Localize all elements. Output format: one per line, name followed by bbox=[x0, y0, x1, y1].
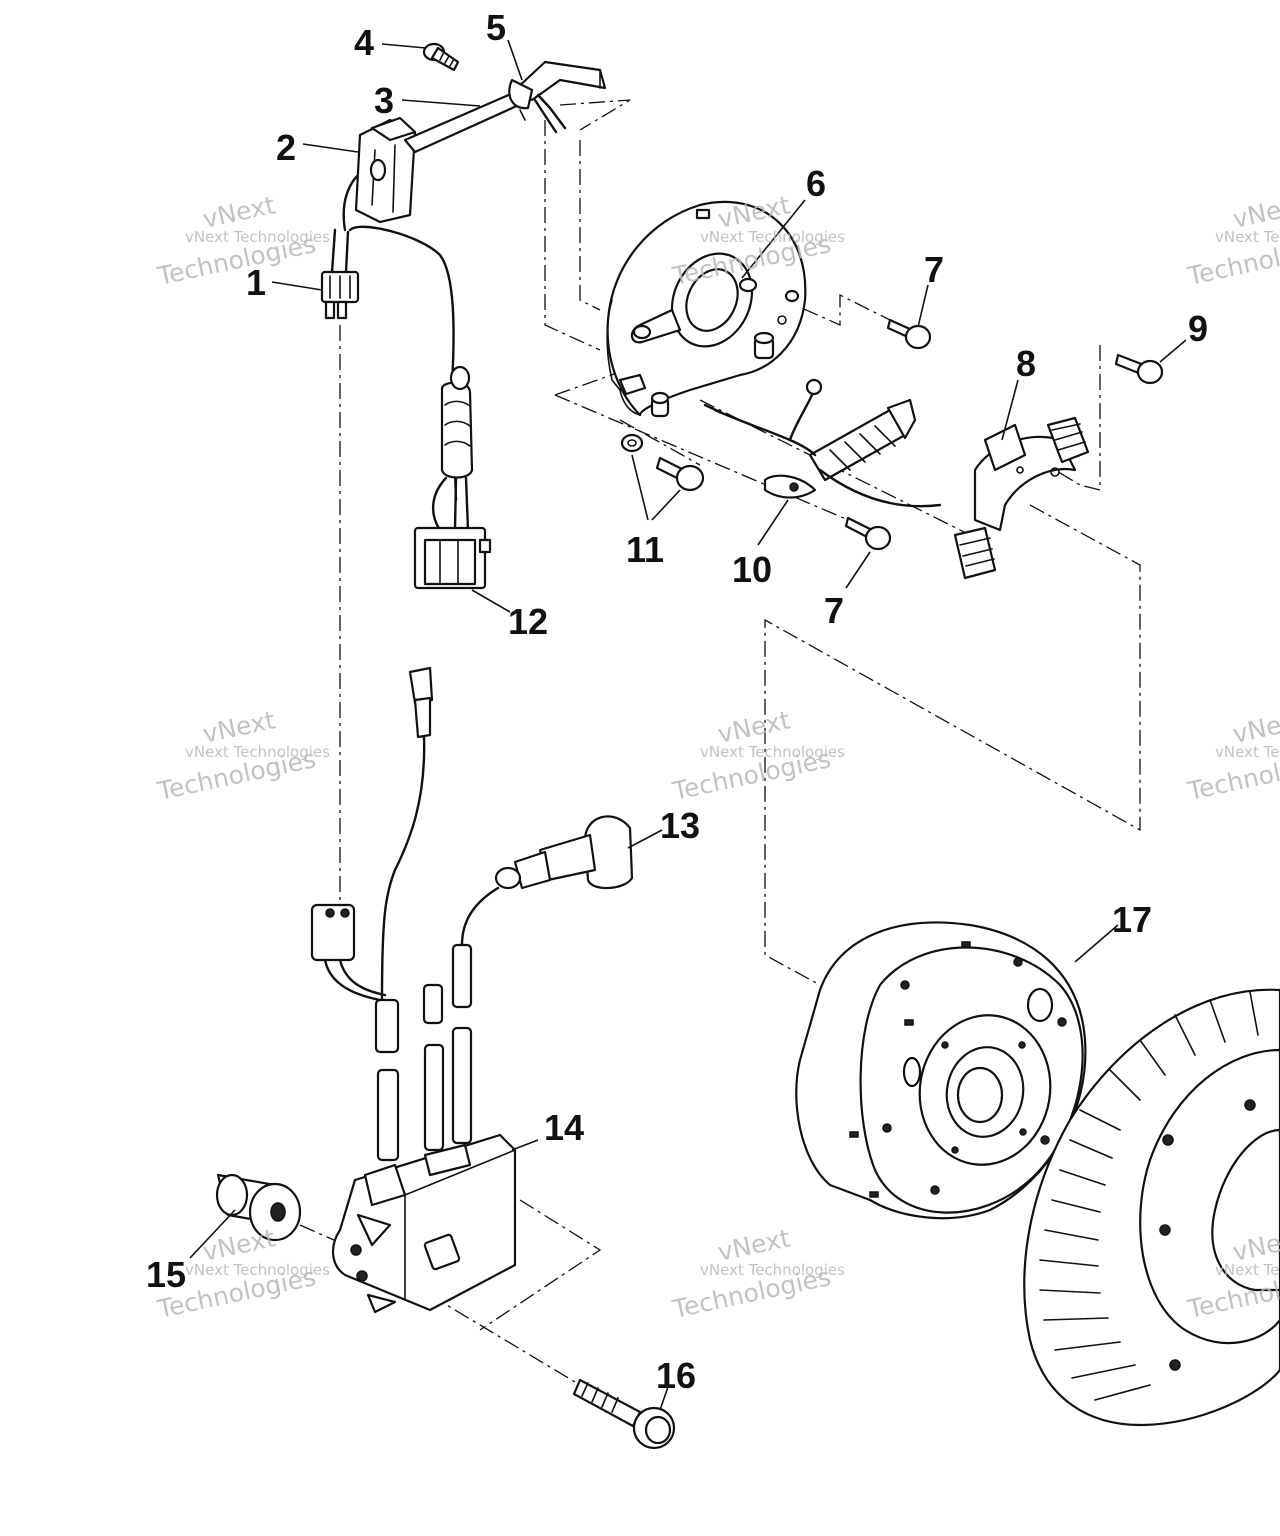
callout-11: 11 bbox=[626, 529, 664, 570]
watermark-1: vNext vNext Technologies Technologies bbox=[154, 190, 330, 291]
flywheel-part-17 bbox=[795, 921, 1087, 1220]
screw-part-7-upper bbox=[886, 318, 932, 350]
callout-16: 16 bbox=[656, 1355, 696, 1396]
cooling-fan bbox=[1023, 988, 1280, 1427]
coil-connector bbox=[310, 903, 387, 1002]
svg-text:vNext Technologies: vNext Technologies bbox=[700, 743, 845, 761]
leader-lines bbox=[189, 39, 1187, 1411]
callout-9: 9 bbox=[1188, 308, 1208, 349]
bolt-part-16 bbox=[572, 1378, 676, 1450]
callout-7-upper: 7 bbox=[924, 249, 944, 290]
screw-part-9 bbox=[1114, 353, 1164, 385]
callout-3: 3 bbox=[374, 80, 394, 121]
charging-coil-part-8 bbox=[953, 416, 1090, 580]
callout-15: 15 bbox=[146, 1254, 186, 1295]
regulator-part-2 bbox=[342, 116, 455, 387]
harness-tube bbox=[432, 365, 474, 532]
callout-5: 5 bbox=[486, 7, 506, 48]
ignition-coil-part-14 bbox=[332, 943, 517, 1314]
svg-text:vNext Technologies: vNext Technologies bbox=[185, 1261, 330, 1279]
callout-2: 2 bbox=[276, 127, 296, 168]
svg-text:vNext Technologies: vNext Technologies bbox=[185, 743, 330, 761]
callout-8: 8 bbox=[1016, 343, 1036, 384]
svg-text:vNext Technologies: vNext Technologies bbox=[700, 228, 845, 246]
callout-7-lower: 7 bbox=[824, 590, 844, 631]
screw-part-4 bbox=[422, 42, 460, 72]
pickup-coil-part-10 bbox=[703, 378, 942, 508]
watermark-8: vNext vNext Technologies Technologies bbox=[669, 1223, 845, 1324]
spacer-part-15 bbox=[215, 1173, 302, 1242]
svg-text:vNext Technologies: vNext Technologies bbox=[185, 228, 330, 246]
stator-plate-part-6 bbox=[606, 200, 807, 418]
callout-12: 12 bbox=[508, 601, 548, 642]
connector-part-1 bbox=[320, 228, 360, 320]
watermark-5: vNext vNext Technologies Technologies bbox=[669, 705, 845, 806]
screw-part-7-lower bbox=[844, 516, 892, 551]
callout-6: 6 bbox=[806, 163, 826, 204]
screw-and-washer-part-11 bbox=[620, 433, 705, 492]
callout-labels: 1 2 3 4 5 6 7 8 9 10 11 7 12 13 14 15 16… bbox=[146, 7, 1208, 1396]
watermark-3: vNext vNext Technologies Technologies bbox=[1184, 190, 1280, 291]
spark-plug-cap-part-13 bbox=[380, 666, 634, 1002]
svg-text:vNext Technologies: vNext Technologies bbox=[700, 1261, 845, 1279]
callout-17: 17 bbox=[1112, 899, 1152, 940]
callout-1: 1 bbox=[246, 262, 266, 303]
watermark-6: vNext vNext Technologies Technologies bbox=[1184, 705, 1280, 806]
svg-text:vNext Technologies: vNext Technologies bbox=[1215, 228, 1280, 246]
multi-pin-connector-part-12 bbox=[413, 526, 492, 590]
watermark-4: vNext vNext Technologies Technologies bbox=[154, 705, 330, 806]
callout-13: 13 bbox=[660, 805, 700, 846]
svg-text:vNext Technologies: vNext Technologies bbox=[1215, 1261, 1280, 1279]
callout-14: 14 bbox=[544, 1107, 584, 1148]
callout-4: 4 bbox=[354, 22, 374, 63]
wire-harness-part-3 bbox=[403, 60, 607, 154]
callout-10: 10 bbox=[732, 549, 772, 590]
svg-text:vNext Technologies: vNext Technologies bbox=[1215, 743, 1280, 761]
